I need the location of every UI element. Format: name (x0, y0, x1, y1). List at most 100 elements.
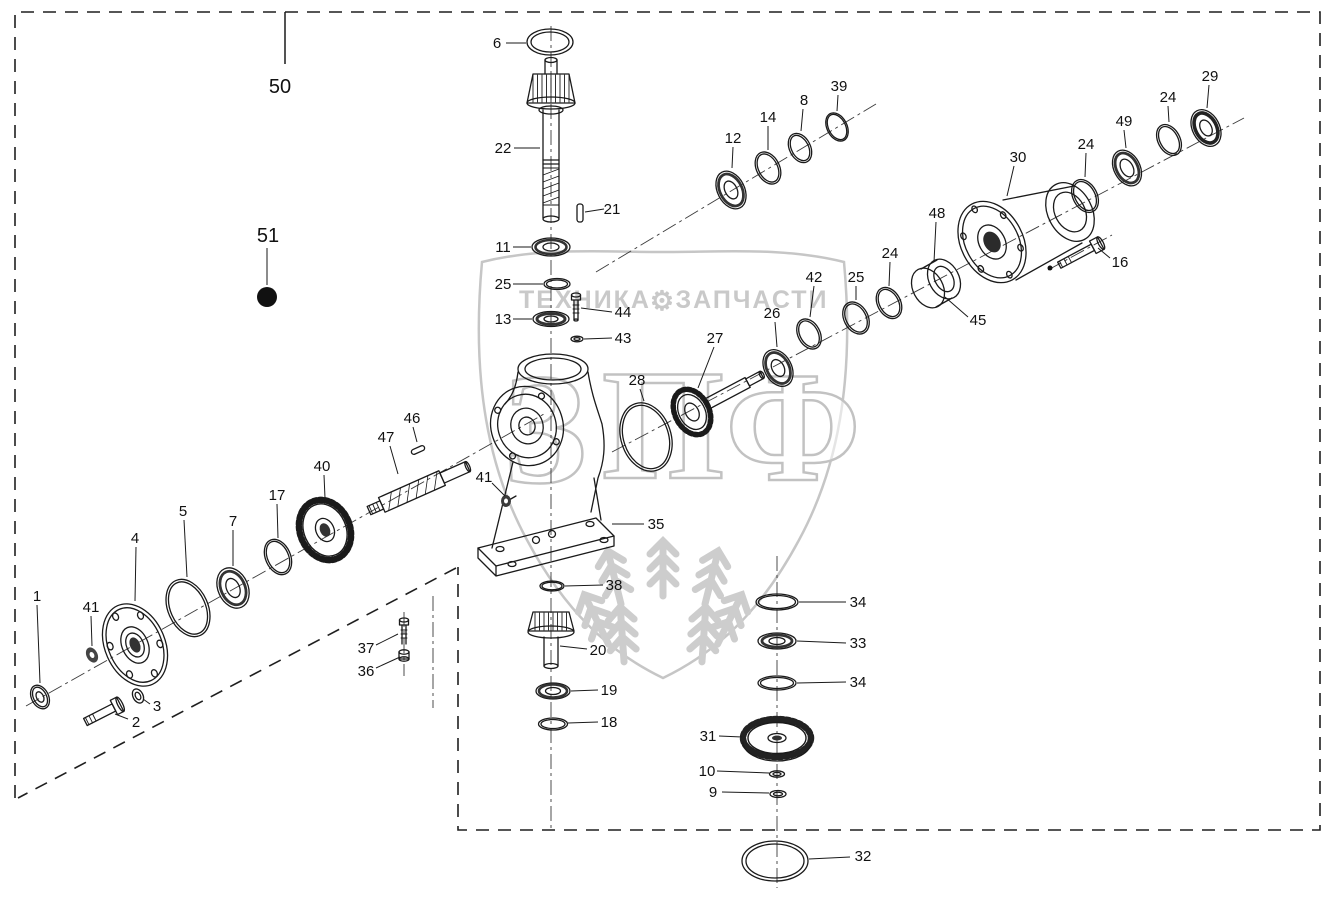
part-21-key (576, 203, 584, 223)
part-7-bearing (216, 567, 250, 609)
callout-13: 13 (495, 311, 512, 328)
part-27-pinion-shaft (670, 370, 765, 438)
callout-40: 40 (314, 458, 331, 475)
callout-21: 21 (604, 201, 621, 218)
part-17-snap-ring (263, 538, 293, 576)
callout-27: 27 (707, 330, 724, 347)
part-38-o-ring (539, 580, 565, 592)
callout-47: 47 (378, 429, 395, 446)
callout-49: 49 (1116, 113, 1133, 130)
part-35-housing (477, 353, 615, 577)
callout-17: 17 (269, 487, 286, 504)
part-46-key (410, 445, 426, 455)
part-16-bolt (1047, 236, 1106, 271)
callout-33: 33 (850, 635, 867, 652)
callout-48: 48 (929, 205, 946, 222)
part-48-bushing (910, 258, 962, 309)
watermark-brand-right: ЗАПЧАСТИ (675, 286, 828, 314)
part-9-ring (769, 789, 787, 799)
part-40-gear (295, 496, 355, 564)
callout-24-b: 24 (1078, 136, 1095, 153)
part-14-ring (754, 151, 782, 185)
callout-34-upper: 34 (850, 594, 867, 611)
part-51-plug (257, 287, 277, 307)
callout-5: 5 (179, 503, 187, 520)
callout-11: 11 (495, 239, 511, 256)
callout-7: 7 (229, 513, 237, 530)
frame-border (14, 11, 1321, 831)
callout-31: 31 (700, 728, 717, 745)
part-39-ring (825, 112, 849, 142)
callout-12: 12 (725, 130, 742, 147)
callout-labels: 50 51 6 22 21 11 25 13 44 43 12 14 8 39 … (33, 35, 1219, 865)
part-47-splined-shaft (366, 460, 472, 516)
callout-30: 30 (1010, 149, 1027, 166)
callout-24-a: 24 (882, 245, 899, 262)
callout-8: 8 (800, 92, 808, 109)
part-5-gasket-ring (165, 578, 211, 638)
callout-32: 32 (855, 848, 872, 865)
part-37-bolt (398, 617, 410, 645)
callout-16: 16 (1112, 254, 1129, 271)
watermark-brand-left: ТЕХНИКА (519, 286, 651, 314)
callout-24-c: 24 (1160, 89, 1177, 106)
callout-25-upper: 25 (495, 276, 512, 293)
callout-10: 10 (699, 763, 716, 780)
part-41-nut-housing (501, 495, 511, 507)
part-44-bolt (570, 292, 582, 322)
part-18-ring (537, 717, 569, 731)
part-12-bearing (715, 170, 747, 210)
leader-lines (36, 42, 1210, 860)
frame-diagonal (17, 567, 457, 799)
callout-28: 28 (629, 372, 646, 389)
callout-4: 4 (131, 530, 139, 547)
part-25-ring-upper (543, 277, 571, 291)
gear-icon: ⚙ (650, 286, 676, 316)
callout-45: 45 (970, 312, 987, 329)
part-10-ring (768, 770, 786, 778)
callout-38: 38 (606, 577, 623, 594)
callout-35: 35 (648, 516, 665, 533)
part-24-ring-c (1155, 123, 1183, 157)
part-29-seal (1190, 109, 1222, 147)
callout-43: 43 (615, 330, 632, 347)
part-28-o-ring (619, 402, 673, 472)
callout-22: 22 (495, 140, 512, 157)
part-11-bearing (531, 237, 571, 257)
callout-25-right: 25 (848, 269, 865, 286)
callout-46: 46 (404, 410, 421, 427)
part-3-nut (131, 688, 145, 704)
part-34-ring-upper (755, 593, 799, 611)
callout-29: 29 (1202, 68, 1219, 85)
callout-26: 26 (764, 305, 781, 322)
part-4-flange (101, 603, 169, 687)
callout-51: 51 (257, 225, 279, 247)
part-43-washer (570, 335, 584, 343)
part-19-bearing (535, 682, 571, 700)
part-49-bearing (1111, 149, 1143, 187)
watermark-letter-z: З (503, 342, 586, 517)
part-41-nut-flange (85, 647, 99, 663)
callout-18: 18 (601, 714, 618, 731)
part-20-bevel-gear (527, 611, 575, 670)
callout-6: 6 (493, 35, 501, 52)
callout-19: 19 (601, 682, 618, 699)
watermark-letter-f: Ф (725, 340, 861, 515)
part-32-cover (741, 840, 809, 882)
part-24-ring-b (1070, 178, 1100, 214)
drawing-frame (14, 11, 1321, 831)
callout-37: 37 (358, 640, 375, 657)
callout-42: 42 (806, 269, 823, 286)
callout-14: 14 (760, 109, 777, 126)
part-34-ring-lower (757, 675, 797, 691)
callout-3: 3 (153, 698, 161, 715)
callout-36: 36 (358, 663, 375, 680)
part-2-bolt (82, 696, 126, 727)
part-25-ring-right (842, 301, 870, 335)
part-26-bearing (762, 349, 794, 387)
part-8-ring (787, 132, 813, 164)
part-42-ring (796, 318, 822, 350)
callout-50: 50 (269, 76, 291, 98)
part-31-gear (739, 715, 815, 762)
